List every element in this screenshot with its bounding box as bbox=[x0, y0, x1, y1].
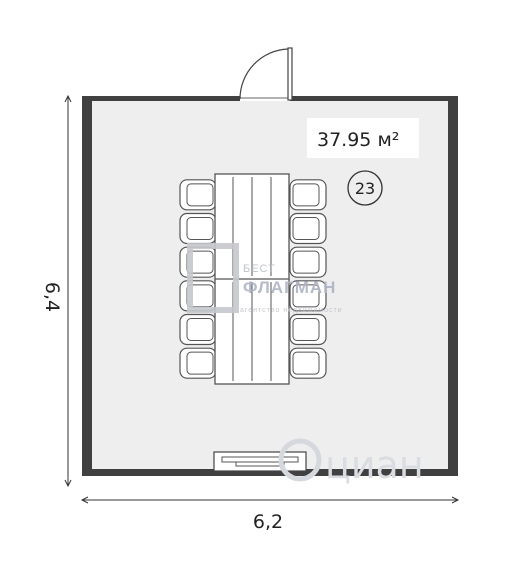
chair-right-1 bbox=[289, 179, 327, 211]
chair-left-2 bbox=[179, 212, 217, 245]
chair-left-6 bbox=[179, 347, 217, 379]
watermark-brand-main: ФЛАГМАН bbox=[243, 278, 336, 297]
chair-right-3 bbox=[289, 246, 327, 278]
area-label: 37.95 м² bbox=[307, 118, 419, 158]
dimension-height: 6,4 bbox=[41, 94, 72, 488]
wall-top-right bbox=[290, 96, 458, 101]
chair-left-3 bbox=[179, 246, 217, 278]
tv-console bbox=[213, 451, 307, 472]
dimension-height-label: 6,4 bbox=[41, 282, 63, 312]
wall-bottom bbox=[82, 469, 458, 476]
chair-left-5 bbox=[179, 313, 217, 346]
watermark-brand-top: БЕСТ bbox=[243, 263, 276, 275]
chair-left-1 bbox=[179, 179, 217, 211]
room-number-badge: 23 bbox=[347, 170, 383, 206]
cian-logo-icon bbox=[278, 438, 322, 482]
area-value: 37.95 м² bbox=[317, 129, 399, 151]
door bbox=[239, 47, 293, 101]
cian-watermark: циан bbox=[278, 438, 424, 487]
wall-right bbox=[448, 96, 458, 476]
wall-top-left bbox=[82, 96, 240, 101]
wall-left bbox=[82, 96, 92, 476]
chair-right-5 bbox=[289, 313, 327, 346]
dimension-width-label: 6,2 bbox=[253, 511, 283, 533]
chair-right-6 bbox=[289, 347, 327, 379]
chair-left-4 bbox=[179, 280, 217, 312]
chair-right-4 bbox=[289, 280, 327, 312]
cian-logo-text: циан bbox=[325, 443, 424, 487]
house-logo-icon bbox=[187, 243, 239, 313]
chair-right-2 bbox=[289, 212, 327, 245]
agency-watermark: БЕСТ ФЛАГМАН агентство недвижимости bbox=[187, 243, 343, 314]
conference-table bbox=[214, 173, 290, 385]
watermark-brand-sub: агентство недвижимости bbox=[240, 307, 343, 314]
dimension-width: 6,2 bbox=[80, 496, 460, 533]
room-number: 23 bbox=[355, 179, 375, 198]
